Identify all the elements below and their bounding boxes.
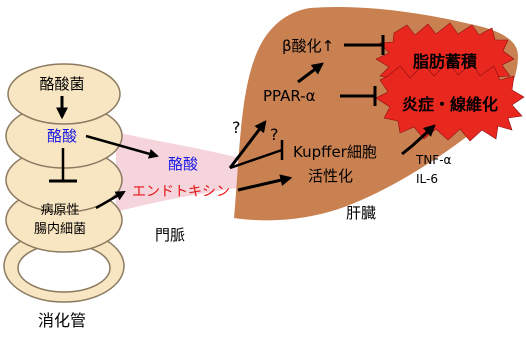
beta-oxidation-label: β酸化↑ — [282, 37, 334, 55]
arrow-kupffer-to-inflammation — [401, 124, 436, 156]
gut-caption: 消化管 — [38, 311, 86, 330]
fat-accumulation-label: 脂肪蓄積 — [413, 52, 478, 71]
portal-butyrate-label: 酪酸 — [168, 155, 198, 173]
il6-label: IL-6 — [416, 172, 438, 186]
kupffer-label-line2: 活性化 — [308, 167, 353, 185]
arrow-ppar-to-beta-ox — [297, 62, 324, 84]
question-mark-ppar: ? — [232, 118, 241, 137]
gut-butyrate-label: 酪酸 — [47, 127, 77, 145]
gut-segment-1 — [7, 63, 121, 125]
digestive-tract — [3, 63, 125, 303]
inhibit-butyrate-kupffer — [229, 148, 283, 170]
kupffer-label-line1: Kupffer細胞 — [293, 143, 377, 161]
bacteria-label: 酪酸菌 — [39, 75, 84, 93]
pathogenic-label-line2: 腸内細菌 — [34, 221, 86, 237]
arrow-gut-butyrate-to-portal — [85, 134, 159, 159]
arrow-pathogen-to-endotoxin — [95, 190, 126, 210]
tnf-alpha-label: TNF-α — [415, 153, 452, 167]
liver-caption: 肝臓 — [346, 204, 376, 222]
arrow-butyrate-to-ppar — [228, 120, 267, 169]
inflammation-fibrosis-starburst — [375, 61, 525, 142]
pathogenic-label-line1: 病原性 — [40, 203, 79, 218]
endotoxin-label: エンドトキシン — [132, 184, 230, 200]
question-mark-kupffer: ? — [270, 125, 279, 144]
portal-vein-caption: 門脈 — [155, 226, 185, 244]
arrow-endotoxin-to-activation — [237, 174, 293, 192]
ppar-label: PPAR-α — [263, 87, 316, 105]
inflammation-fibrosis-label: 炎症・線維化 — [402, 95, 498, 114]
